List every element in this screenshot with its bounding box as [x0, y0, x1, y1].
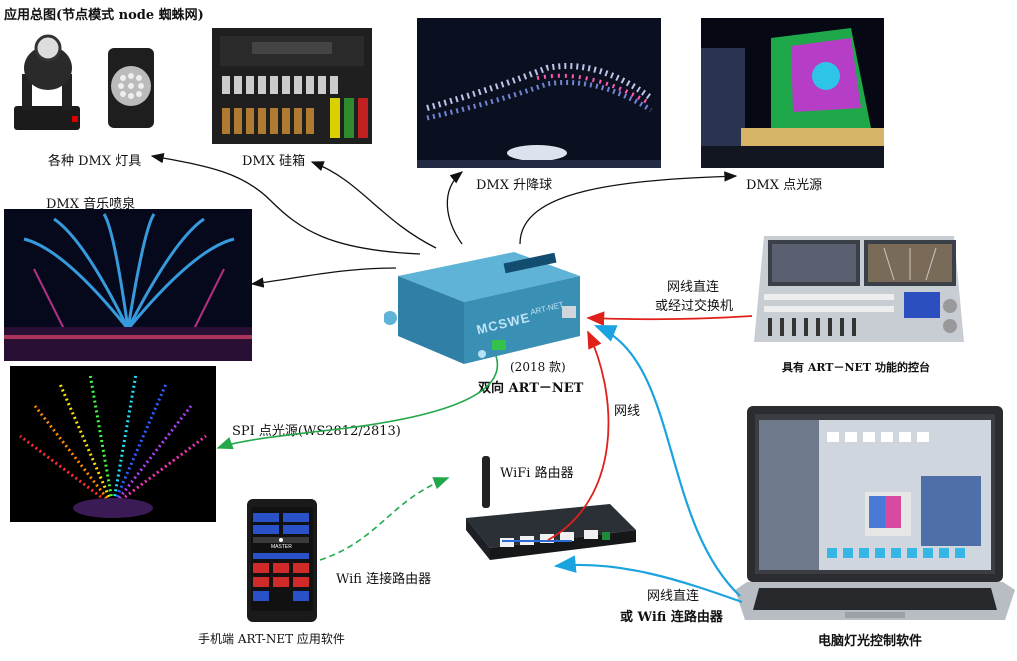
dimmer-rack-icon [212, 28, 372, 144]
arrow-console-red [586, 311, 753, 326]
label-dmx-kinetic-ball: DMX 升降球 [476, 178, 553, 193]
phone-master-label: MASTER [271, 544, 292, 550]
laptop-photo [735, 406, 1015, 630]
label-mobile-app: 手机端 ART-NET 应用软件 [198, 632, 345, 646]
phone-photo: MASTER [247, 499, 317, 622]
kinetic-ball-icon [417, 18, 661, 168]
pixel-building-icon [701, 18, 884, 168]
spi-pixel-photo [10, 366, 216, 522]
laptop-icon [735, 406, 1015, 620]
label-or-wifi: 或 Wifi 连路由器 [620, 610, 723, 625]
wifi-router-photo [460, 456, 640, 566]
arrow-wifi-phone [319, 477, 450, 561]
arrow-to-fountain [250, 267, 397, 288]
label-net-direct2: 网线直连 [647, 589, 700, 604]
label-fountain: DMX 音乐喷泉 [46, 197, 136, 212]
dmx-kinetic-ball-photo [417, 18, 661, 168]
moving-head-icon [14, 34, 154, 130]
label-device-name: 双向 ART－NET [478, 381, 584, 396]
label-cable: 网线 [614, 404, 641, 419]
console-photo [754, 232, 969, 350]
dmx-pixel-photo [701, 18, 884, 168]
label-via-switch: 或经过交换机 [655, 299, 734, 314]
label-network-direct: 网线直连 [667, 280, 720, 295]
label-device-year: (2018 款) [510, 360, 566, 374]
dmx-fixtures-photo [8, 28, 158, 140]
label-dmx-fixtures: 各种 DMX 灯具 [48, 154, 142, 169]
dmx-dimmer-photo [212, 28, 372, 144]
diagram-title: 应用总图(节点模式 node 蜘蛛网) [4, 8, 204, 23]
label-wifi-connect: Wifi 连接路由器 [336, 572, 432, 587]
artnet-device: MCSWE ART-NET [384, 236, 584, 366]
label-console: 具有 ART－NET 功能的控台 [782, 361, 930, 374]
label-dmx-dimmer: DMX 硅箱 [242, 154, 306, 169]
label-dmx-pixel: DMX 点光源 [746, 178, 823, 193]
label-spi: SPI 点光源(WS2812/2813) [232, 424, 401, 439]
arrow-to-kinetic-ball [446, 171, 464, 245]
arrow-to-pixel [519, 171, 738, 245]
fountain-photo [4, 209, 252, 361]
spi-fan-icon [10, 366, 216, 522]
router-icon [466, 456, 636, 560]
label-pc-software: 电脑灯光控制软件 [818, 634, 923, 649]
lighting-console-icon [754, 236, 964, 342]
phone-icon [247, 499, 317, 622]
fountain-icon [4, 209, 252, 361]
